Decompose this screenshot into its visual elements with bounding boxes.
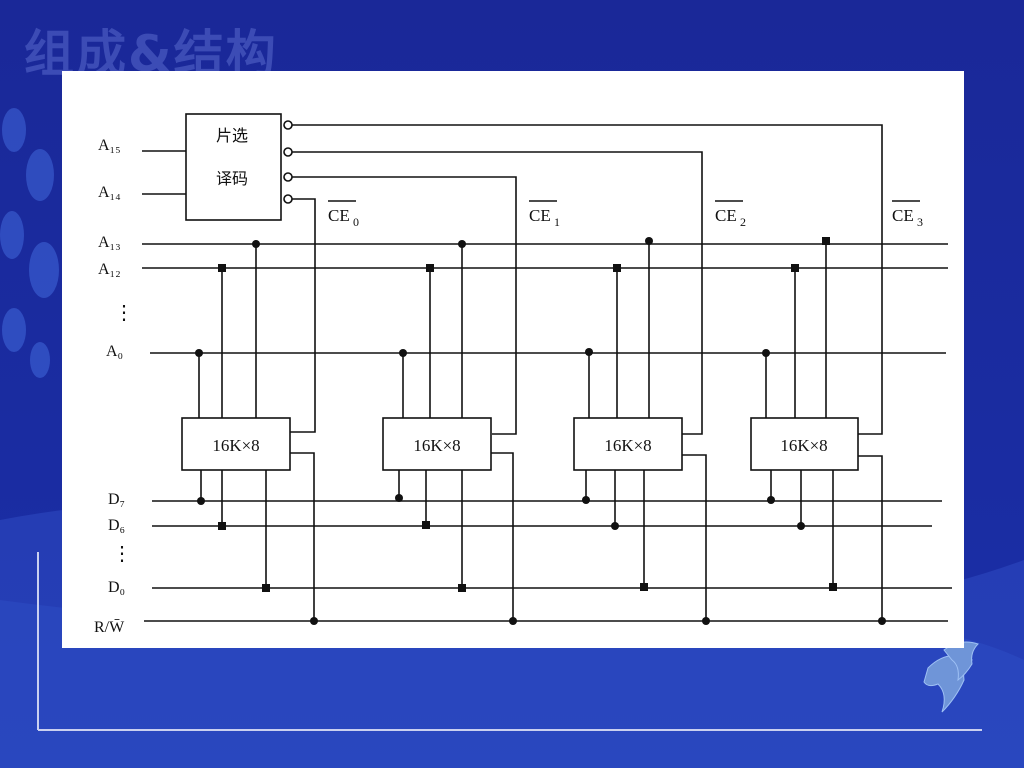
address-ellipsis: ⋮	[114, 302, 134, 324]
svg-text:CE: CE	[715, 206, 737, 225]
diagram-panel: A₁₅ A₁₄ A₁₃ A₁₂ ⋮ A₀ D₇ D₆ ⋮ D₀ R/W̄ 片选 …	[62, 71, 964, 648]
dolphin-logo-icon	[923, 641, 979, 713]
svg-text:3: 3	[917, 215, 923, 229]
svg-text:1: 1	[554, 215, 560, 229]
label-rw: R/W̄	[94, 619, 125, 636]
svg-text:CE: CE	[892, 206, 914, 225]
decoder-output-bubbles	[283, 120, 293, 204]
label-a12: A₁₂	[98, 261, 121, 278]
svg-text:2: 2	[740, 215, 746, 229]
memory-chip-1: 16K×8	[382, 240, 517, 625]
label-d6: D₆	[108, 517, 125, 534]
svg-text:16K×8: 16K×8	[212, 436, 259, 455]
memory-chip-3: 16K×8	[750, 237, 886, 625]
memory-chip-0: 16K×8	[181, 240, 318, 625]
ce3-label: CE 3	[892, 200, 923, 229]
label-d7: D₇	[108, 491, 125, 508]
label-a13: A₁₃	[98, 234, 121, 251]
svg-text:CE: CE	[328, 206, 350, 225]
svg-text:CE: CE	[529, 206, 551, 225]
label-a0: A₀	[106, 343, 123, 360]
svg-text:16K×8: 16K×8	[413, 436, 460, 455]
label-a14: A₁₄	[98, 184, 121, 201]
svg-text:16K×8: 16K×8	[604, 436, 651, 455]
decorative-frame-lines	[37, 552, 982, 731]
ce2-label: CE 2	[715, 200, 746, 229]
decoder-label-line1: 片选	[216, 127, 248, 145]
memory-expansion-diagram: A₁₅ A₁₄ A₁₃ A₁₂ ⋮ A₀ D₇ D₆ ⋮ D₀ R/W̄ 片选 …	[94, 113, 952, 636]
data-ellipsis: ⋮	[112, 543, 132, 565]
ce0-label: CE 0	[328, 200, 359, 229]
svg-text:0: 0	[353, 215, 359, 229]
svg-text:16K×8: 16K×8	[780, 436, 827, 455]
chip-select-decoder	[185, 113, 282, 221]
label-d0: D₀	[108, 579, 125, 596]
decorative-bubbles	[0, 108, 59, 378]
ce1-label: CE 1	[529, 200, 560, 229]
memory-chip-2: 16K×8	[573, 237, 710, 625]
decoder-label-line2: 译码	[216, 170, 248, 188]
label-a15: A₁₅	[98, 137, 121, 154]
chip-select-wires	[290, 124, 883, 435]
